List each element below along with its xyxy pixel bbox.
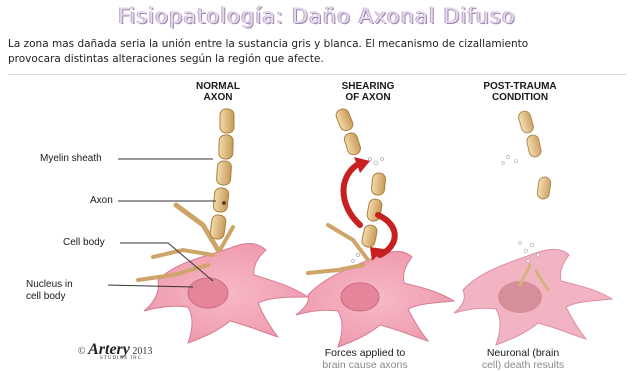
slide-title: Fisiopatología: Daño Axonal Difuso xyxy=(0,4,634,28)
heading-shearing: SHEARING OF AXON xyxy=(308,81,428,103)
caption-shearing: Forces applied to brain cause axons xyxy=(290,347,440,371)
caption-post-trauma: Neuronal (brain cell) death results xyxy=(448,347,598,371)
intro-line-1: La zona mas dañada seria la unión entre … xyxy=(8,38,528,50)
label-cell-body: Cell body xyxy=(63,237,105,249)
heading-post-trauma: POST-TRAUMA CONDITION xyxy=(460,81,580,103)
label-myelin-sheath: Myelin sheath xyxy=(40,153,102,165)
intro-line-2: provocara distintas alteraciones según l… xyxy=(8,53,324,65)
normal-axon-drawing xyxy=(138,109,308,343)
post-trauma-drawing xyxy=(454,110,612,345)
normal-nucleus xyxy=(188,278,228,308)
copyright-mark: © Artery 2013 STUDIOS INC. xyxy=(78,341,152,361)
label-axon: Axon xyxy=(90,195,113,207)
illustration-graphic xyxy=(8,75,626,369)
normal-axon-dot xyxy=(222,201,226,205)
intro-text: La zona mas dañada seria la unión entre … xyxy=(8,37,618,67)
shearing-axon-drawing xyxy=(296,107,454,347)
shearing-nucleus xyxy=(341,283,379,311)
heading-normal-axon: NORMAL AXON xyxy=(158,81,278,103)
label-nucleus: Nucleus in cell body xyxy=(26,279,73,303)
shear-arrow-up xyxy=(344,163,361,225)
axon-illustration: NORMAL AXON SHEARING OF AXON POST-TRAUMA… xyxy=(8,74,626,369)
